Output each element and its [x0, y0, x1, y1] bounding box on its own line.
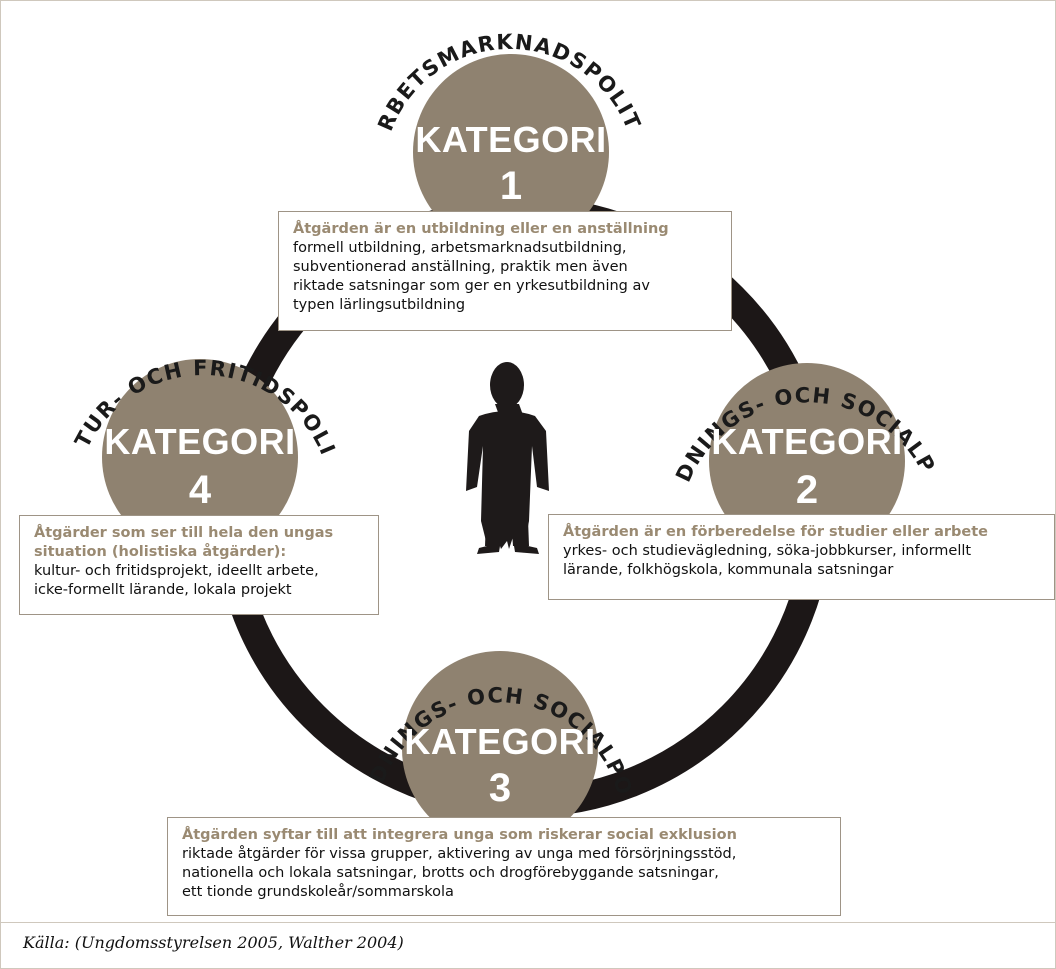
category-1-box-body: formell utbildning, arbetsmarknadsutbild… [293, 240, 650, 313]
category-1-info-box: Åtgärden är en utbildning eller en anstä… [278, 211, 732, 331]
category-2-info-box: Åtgärden är en förberedelse för studier … [548, 514, 1055, 600]
category-3-box-body: riktade åtgärder för vissa grupper, akti… [182, 846, 737, 900]
category-3-circle [402, 651, 598, 847]
category-3-box-heading: Åtgärden syftar till att integrera unga … [182, 827, 737, 843]
person-silhouette-icon [466, 362, 549, 554]
category-4-box-body: kultur- och fritidsprojekt, ideellt arbe… [34, 563, 319, 598]
category-3-title: KATEGORI [404, 721, 595, 762]
category-1-title: KATEGORI [415, 119, 606, 160]
category-3-number: 3 [489, 766, 511, 810]
category-2-number: 2 [796, 468, 818, 512]
source-caption: Källa: (Ungdomsstyrelsen 2005, Walther 2… [23, 933, 404, 952]
category-cycle-diagram: ARBETSMARKNADSPOLITIK KATEGORI 1 UTBILDN… [1, 1, 939, 847]
category-2-box-body: yrkes- och studievägledning, söka-jobbku… [563, 543, 972, 578]
category-4-title: KATEGORI [104, 421, 295, 462]
category-4-box-heading: Åtgärder som ser till hela den ungas sit… [34, 525, 334, 560]
category-4-number: 4 [189, 468, 212, 512]
category-2-title: KATEGORI [711, 421, 902, 462]
category-1-box-heading: Åtgärden är en utbildning eller en anstä… [293, 221, 669, 237]
divider [1, 922, 1055, 923]
category-4-circle [102, 359, 298, 555]
category-1-number: 1 [500, 164, 522, 208]
category-3-info-box: Åtgärden syftar till att integrera unga … [167, 817, 841, 916]
category-2-box-heading: Åtgärden är en förberedelse för studier … [563, 524, 989, 540]
category-4-info-box: Åtgärder som ser till hela den ungas sit… [19, 515, 379, 615]
category-1-circle [413, 54, 609, 250]
category-2-circle [709, 363, 905, 559]
